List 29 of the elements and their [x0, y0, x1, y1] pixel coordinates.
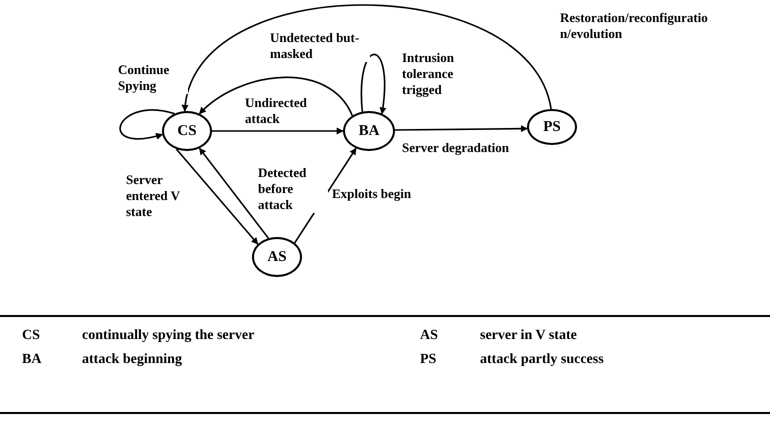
- abbreviation: AS: [420, 328, 438, 344]
- state-label: BA: [358, 122, 380, 140]
- abbreviation-meaning: attack beginning: [82, 352, 182, 368]
- arrow: [176, 148, 258, 245]
- state-label: PS: [543, 118, 561, 136]
- abbreviation: CS: [22, 328, 40, 344]
- state-ellipse: [162, 111, 212, 151]
- edge-label: Detected before attack: [258, 165, 328, 213]
- arrow: [119, 109, 175, 140]
- state-label: AS: [267, 248, 287, 266]
- state-ellipse: [252, 237, 302, 277]
- state-label: CS: [177, 122, 197, 140]
- abbreviation-meaning: attack partly success: [480, 352, 604, 368]
- arrow: [198, 76, 353, 116]
- arrow: [360, 54, 386, 114]
- abbreviation: BA: [22, 352, 42, 368]
- abbreviation-meaning: server in V state: [480, 328, 577, 344]
- arrow: [212, 128, 344, 134]
- edge-label: Exploits begin: [332, 186, 412, 202]
- state-ellipse: [527, 109, 577, 145]
- abbreviation: PS: [420, 352, 436, 368]
- arrow: [198, 148, 270, 239]
- edge-label: Continue Spying: [118, 62, 188, 94]
- arrow: [395, 125, 528, 132]
- arrow: [182, 4, 552, 112]
- edge-label: Server degradation: [402, 140, 509, 156]
- edge-label: Undetected but-masked: [270, 30, 370, 62]
- state-ellipse: [343, 111, 395, 151]
- abbreviation-meaning: continually spying the server: [82, 328, 254, 344]
